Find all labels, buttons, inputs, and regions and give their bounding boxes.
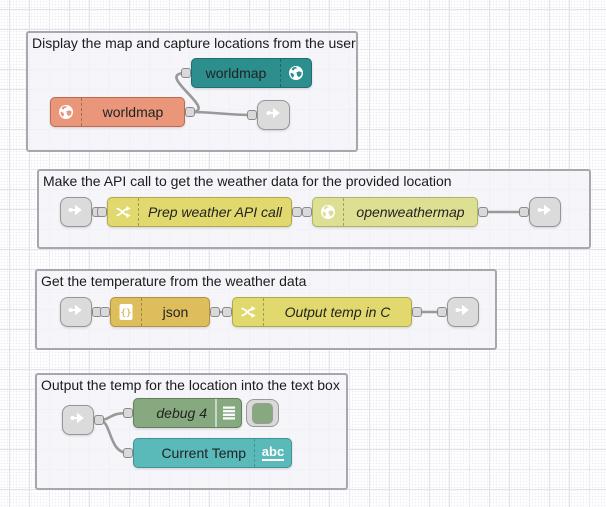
node-link-in-4[interactable] xyxy=(62,405,94,435)
group-display-map[interactable]: Display the map and capture locations fr… xyxy=(26,31,358,152)
globe-icon xyxy=(51,98,82,126)
node-label: json xyxy=(162,304,189,320)
node-label: openweathermap xyxy=(356,204,465,220)
port-output[interactable] xyxy=(210,307,220,317)
port-input[interactable] xyxy=(519,207,529,217)
port-input[interactable] xyxy=(123,448,133,458)
node-link-out-2[interactable] xyxy=(529,197,561,227)
port-input[interactable] xyxy=(100,307,110,317)
link-in-icon xyxy=(70,410,86,431)
port-output[interactable] xyxy=(478,207,488,217)
port-input[interactable] xyxy=(302,207,312,217)
shuffle-icon xyxy=(233,298,264,326)
group-label: Make the API call to get the weather dat… xyxy=(43,173,452,189)
group-label: Display the map and capture locations fr… xyxy=(32,35,356,51)
port-input[interactable] xyxy=(437,307,447,317)
json-icon: {} xyxy=(111,298,142,326)
wire[interactable] xyxy=(175,71,200,114)
abc-icon: abc xyxy=(254,439,291,467)
node-prep-weather-api-call[interactable]: Prep weather API call xyxy=(107,197,292,227)
group-label: Get the temperature from the weather dat… xyxy=(41,273,307,289)
node-worldmap[interactable]: worldmap xyxy=(50,97,185,127)
port-input[interactable] xyxy=(222,307,232,317)
globe-icon xyxy=(280,59,311,87)
node-link-out-3[interactable] xyxy=(447,297,479,327)
node-link-out-1[interactable] xyxy=(257,100,290,130)
node-label: Output temp in C xyxy=(284,304,391,320)
port-output[interactable] xyxy=(94,415,104,425)
node-debug-4[interactable]: debug 4 xyxy=(133,398,242,428)
link-in-icon xyxy=(68,302,84,323)
debug-enable-toggle[interactable] xyxy=(246,399,279,427)
group-output-temp[interactable]: Output the temp for the location into th… xyxy=(35,373,348,490)
globe-icon xyxy=(313,198,344,226)
debug-sidebar-icon xyxy=(215,399,241,427)
link-out-icon xyxy=(266,105,282,126)
node-label: Current Temp xyxy=(161,445,246,461)
node-label: Prep weather API call xyxy=(147,204,283,220)
port-output[interactable] xyxy=(292,207,302,217)
node-output-temp-in-c[interactable]: Output temp in C xyxy=(232,297,412,327)
port-output[interactable] xyxy=(412,307,422,317)
node-link-in-2[interactable] xyxy=(60,197,92,227)
link-out-icon xyxy=(537,202,553,223)
link-out-icon xyxy=(455,302,471,323)
port-output[interactable] xyxy=(185,107,195,117)
node-json[interactable]: {} json xyxy=(110,297,210,327)
node-label: worldmap xyxy=(102,104,164,120)
svg-text:{}: {} xyxy=(121,309,132,319)
wire[interactable] xyxy=(188,110,254,117)
port-input[interactable] xyxy=(181,68,191,78)
link-in-icon xyxy=(68,202,84,223)
group-label: Output the temp for the location into th… xyxy=(41,377,340,393)
port-input[interactable] xyxy=(247,110,257,120)
node-label: debug 4 xyxy=(156,405,207,421)
port-input[interactable] xyxy=(123,408,133,418)
node-label: worldmap xyxy=(205,65,267,81)
debug-toggle-state xyxy=(252,402,273,424)
node-current-temp[interactable]: Current Temp abc xyxy=(133,438,292,468)
shuffle-icon xyxy=(108,198,139,226)
port-input[interactable] xyxy=(97,207,107,217)
node-link-in-3[interactable] xyxy=(60,297,92,327)
node-worldmap-in[interactable]: worldmap xyxy=(191,58,312,88)
node-openweathermap[interactable]: openweathermap xyxy=(312,197,478,227)
